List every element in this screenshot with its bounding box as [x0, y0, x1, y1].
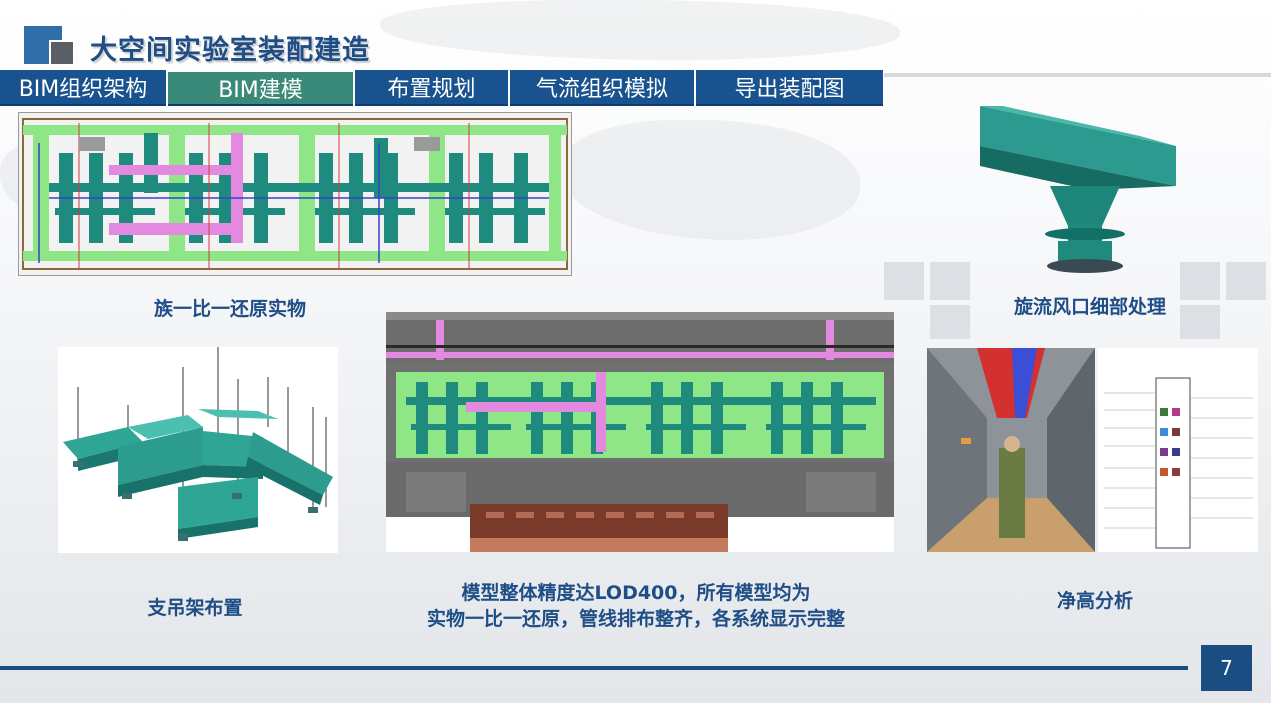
- hanger-layout-drawing: [63, 347, 333, 541]
- hanger-layout-image: [58, 347, 338, 553]
- caption-clearance: 净高分析: [1056, 590, 1133, 612]
- plan-view-drawing: [19, 113, 571, 275]
- caption-model-line2: 实物一比一还原，管线排布整齐，各系统显示完整: [426, 608, 845, 630]
- decor-square: [1180, 262, 1220, 300]
- footer-divider: [0, 666, 1188, 670]
- decor-square: [930, 262, 970, 300]
- page-number: 7: [1201, 645, 1252, 691]
- title-logo-square-inner: [49, 40, 75, 66]
- decor-square: [1226, 262, 1266, 300]
- tab-airflow-simulation[interactable]: 气流组织模拟: [510, 70, 694, 106]
- clearance-section-image: [1098, 348, 1258, 552]
- plan-view-image: [18, 112, 572, 276]
- clearance-section-drawing: [1104, 377, 1253, 549]
- overall-model-image: [386, 312, 894, 552]
- page-title: 大空间实验室装配建造: [90, 35, 370, 66]
- overall-model-drawing: [386, 312, 894, 552]
- caption-plan: 族一比一还原实物: [153, 298, 306, 320]
- clearance-corridor-drawing: [927, 348, 1095, 552]
- tab-bim-modeling[interactable]: BIM建模: [168, 72, 353, 106]
- caption-model-line1: 模型整体精度达LOD400，所有模型均为: [461, 582, 811, 604]
- decor-square: [930, 305, 970, 339]
- tab-bim-organization[interactable]: BIM组织架构: [0, 70, 166, 106]
- decor-square: [1180, 305, 1220, 339]
- tab-layout-planning[interactable]: 布置规划: [355, 70, 508, 106]
- swirl-diffuser-drawing: [980, 106, 1176, 273]
- clearance-corridor-image: [927, 348, 1095, 552]
- caption-hanger: 支吊架布置: [147, 597, 243, 619]
- swirl-diffuser-image: [980, 106, 1176, 276]
- title-divider: [884, 73, 1271, 77]
- caption-diffuser: 旋流风口细部处理: [1013, 296, 1166, 318]
- background-map-texture: [560, 120, 860, 240]
- tab-export-assembly-drawing[interactable]: 导出装配图: [696, 70, 883, 106]
- background-map-texture: [380, 0, 900, 60]
- decor-square: [884, 262, 924, 300]
